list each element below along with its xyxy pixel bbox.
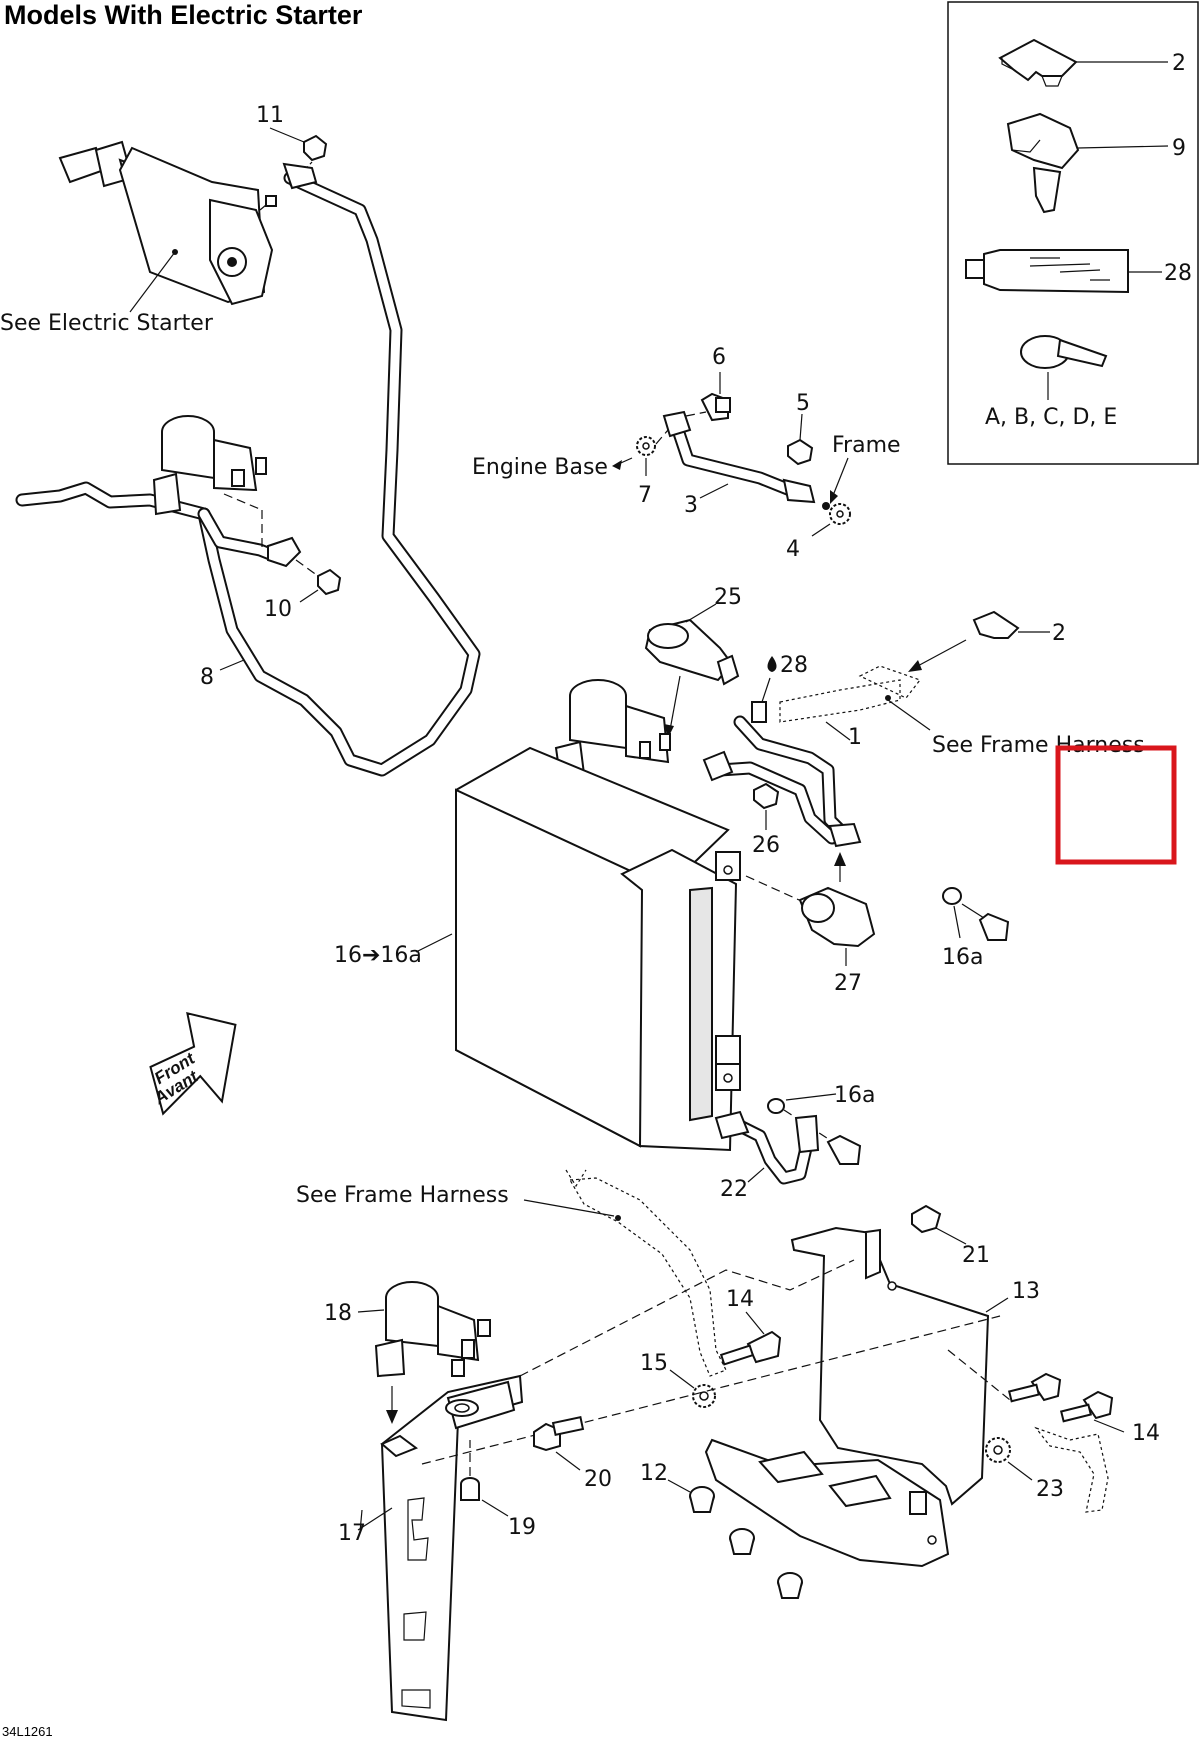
inset-label-28: 28 (1164, 261, 1192, 286)
grommet-12-icon (689, 1486, 803, 1599)
positive-cable-1 (702, 701, 862, 848)
star-washer-23-icon (985, 1437, 1011, 1463)
part-number-14-upper: 14 (726, 1287, 754, 1312)
grease-tube-icon (965, 249, 1129, 294)
electric-starter-icon (58, 140, 277, 306)
part-number-8: 8 (200, 665, 214, 690)
nut-26-icon (753, 782, 780, 810)
grease-drop-icon (767, 656, 777, 672)
battery-tray-13-icon (704, 1226, 990, 1568)
bracket-17-icon (380, 1374, 524, 1722)
frame-label: Frame (832, 433, 901, 458)
nut-19-icon (460, 1477, 480, 1501)
star-washer-7-icon (636, 436, 656, 456)
part-number-16a-upper: 16a (942, 945, 983, 970)
part-number-3: 3 (684, 493, 698, 518)
part-number-15: 15 (640, 1351, 668, 1376)
part-number-20: 20 (584, 1467, 612, 1492)
terminal-boot-27-icon (798, 886, 876, 948)
part-number-18: 18 (324, 1301, 352, 1326)
terminal-boot-25-icon (644, 618, 740, 686)
accessories-inset: 2 9 28 A, B, C, D, E (947, 1, 1199, 465)
part-number-11: 11 (256, 103, 284, 128)
part-number-25: 25 (714, 585, 742, 610)
part-number-19: 19 (508, 1515, 536, 1540)
tie-wrap-icon (1020, 335, 1108, 369)
part-number-28: 28 (780, 653, 808, 678)
battery-reference-label: 16➔16a (334, 943, 422, 968)
part-number-16a-lower: 16a (834, 1083, 875, 1108)
bolt-14-lower-icon (1007, 1372, 1114, 1423)
nut-11-icon (303, 134, 328, 162)
bolt-14-upper-icon (719, 1330, 782, 1366)
part-number-1: 1 (848, 725, 862, 750)
solenoid-18-icon (374, 1281, 491, 1378)
inset-label-tie-wraps: A, B, C, D, E (985, 405, 1117, 430)
solenoid-upper-icon (152, 415, 267, 516)
solenoid-battery-icon (554, 679, 671, 778)
nut-10-icon (317, 568, 342, 596)
nut-21-icon (911, 1204, 942, 1234)
fuse-icon (998, 38, 1078, 87)
part-number-21: 21 (962, 1243, 990, 1268)
part-number-6: 6 (712, 345, 726, 370)
see-electric-starter-label: See Electric Starter (0, 311, 214, 336)
part-number-13: 13 (1012, 1279, 1040, 1304)
diagram-code: 34L1261 (2, 1724, 53, 1739)
starter-cable-8 (15, 162, 481, 777)
part-number-22: 22 (720, 1177, 748, 1202)
bolt-6-icon (700, 392, 731, 422)
bolt-20-icon (533, 1416, 585, 1452)
part-number-26: 26 (752, 833, 780, 858)
part-number-27: 27 (834, 971, 862, 996)
part-number-14-lower: 14 (1132, 1421, 1160, 1446)
part-number-12: 12 (640, 1461, 668, 1486)
bolt-16a-upper-icon (942, 887, 1010, 941)
battery-cable-22 (714, 1110, 820, 1185)
diagram-title: Models With Electric Starter (4, 0, 363, 30)
part-number-17: 17 (338, 1521, 366, 1546)
battery-16-icon (455, 746, 741, 1152)
part-number-10: 10 (264, 597, 292, 622)
part-number-2: 2 (1052, 621, 1066, 646)
nut-5-icon (787, 438, 814, 466)
front-arrow-icon: Front Avant (149, 1011, 237, 1116)
highlight-box (1055, 745, 1177, 865)
fuse-2-icon (972, 610, 1020, 639)
inset-label-9: 9 (1172, 136, 1186, 161)
star-washer-15-icon (692, 1384, 716, 1408)
ground-cable-3 (662, 410, 816, 504)
engine-base-label: Engine Base (472, 455, 608, 480)
bolt-16a-lower-icon (767, 1098, 862, 1165)
star-washer-4-icon (822, 502, 851, 525)
inset-label-2: 2 (1172, 51, 1186, 76)
part-number-4: 4 (786, 537, 800, 562)
part-number-5: 5 (796, 391, 810, 416)
clip-icon (1006, 112, 1080, 214)
see-frame-harness-lower: See Frame Harness (296, 1183, 509, 1208)
part-number-7: 7 (638, 483, 652, 508)
part-number-23: 23 (1036, 1477, 1064, 1502)
